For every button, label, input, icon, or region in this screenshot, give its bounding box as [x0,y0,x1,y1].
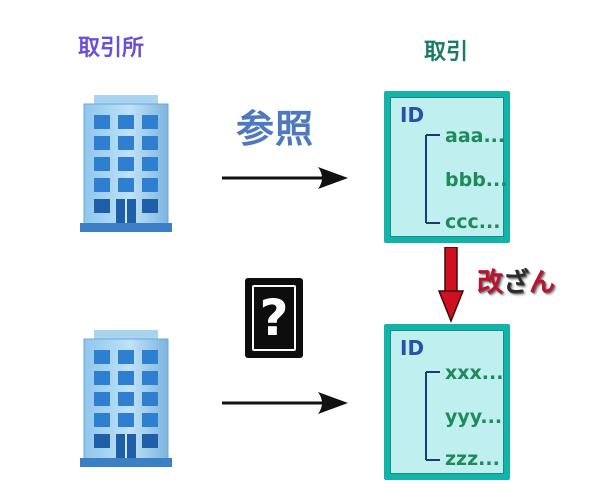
office-building-icon-top [80,95,172,232]
tree-connector-top [425,134,440,224]
tamper-label-part: ざ [503,268,530,298]
record-id-label: ID [400,103,425,127]
right-arrow-icon-top [222,167,348,189]
down-arrow-icon [438,247,464,323]
tamper-label-part: 改 [477,268,504,298]
record-entry: yyy... [445,406,503,428]
tamper-label: 改ざん [477,262,555,299]
transaction-record-original: ID aaa... bbb... ccc... [384,91,510,243]
transaction-title: 取引 [424,40,469,65]
record-entry: zzz... [445,448,500,470]
record-entry: aaa... [445,125,506,147]
exchange-title: 取引所 [78,36,145,61]
office-building-icon-bottom [80,330,172,467]
question-mark-icon: ? [245,278,303,358]
tamper-label-part: ん [529,268,556,298]
record-entry: bbb... [445,169,508,191]
transaction-record-tampered: ID xxx... yyy... zzz... [384,324,510,480]
record-entry: ccc... [445,211,501,233]
reference-label: 参照 [236,107,315,151]
question-mark-symbol: ? [252,285,296,351]
record-id-label: ID [400,336,425,360]
record-entry: xxx... [445,362,504,384]
right-arrow-icon-bottom [222,392,348,414]
tree-connector-bottom [425,371,440,461]
